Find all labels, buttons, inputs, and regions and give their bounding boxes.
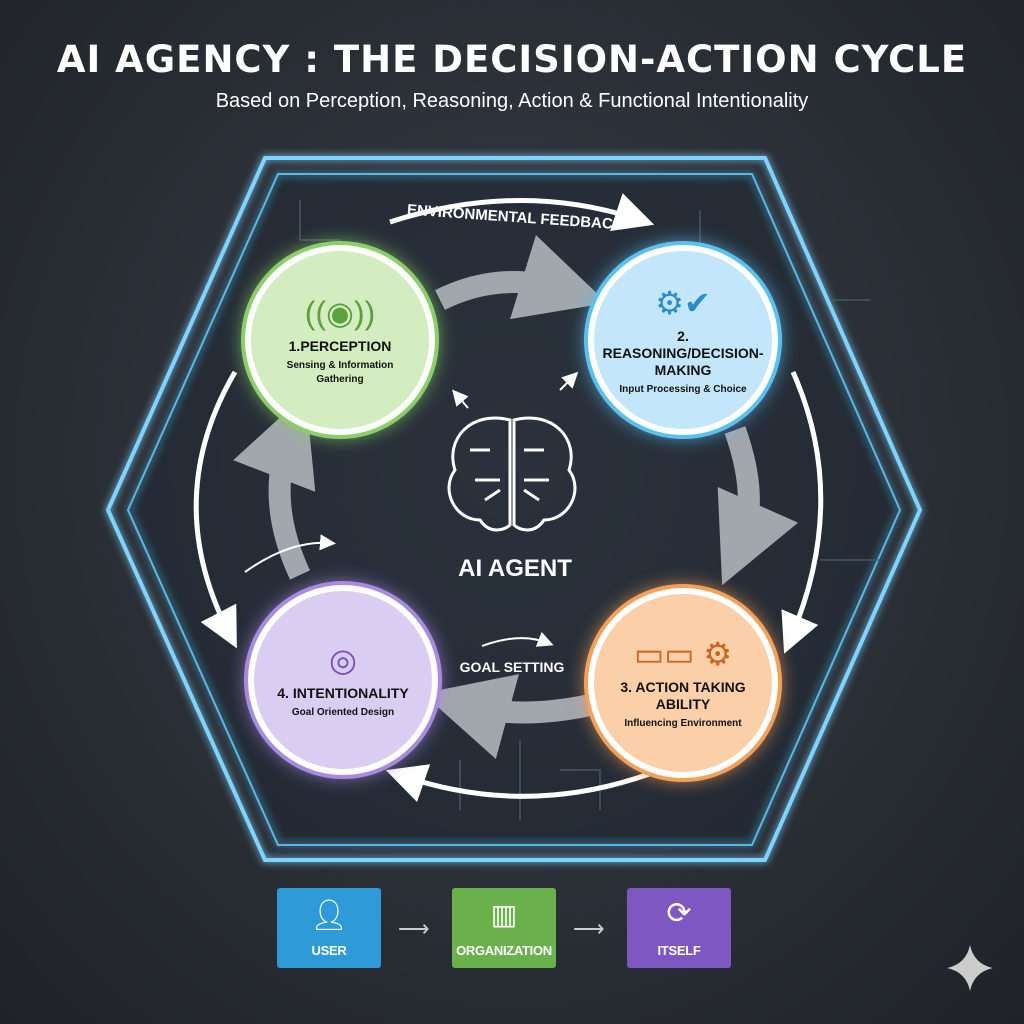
goal-setting-label: GOAL SETTING bbox=[460, 659, 565, 675]
organization-label: ORGANIZATION bbox=[456, 943, 552, 958]
itself-label: ITSELF bbox=[657, 943, 701, 958]
brain-icon bbox=[447, 416, 577, 532]
building-icon: ▥ bbox=[490, 899, 518, 930]
node-label: 1.PERCEPTION bbox=[288, 337, 392, 354]
node-description: Goal Oriented Design bbox=[291, 706, 395, 718]
page-title: AI AGENCY : THE DECISION-ACTION CYCLE bbox=[56, 38, 968, 81]
node-label: 3. ACTION TAKING ABILITY bbox=[620, 679, 746, 712]
organization-button[interactable]: ▥ ORGANIZATION bbox=[452, 888, 556, 968]
user-icon: 👤︎ bbox=[309, 899, 349, 932]
arrow-right-icon: ⟶ bbox=[398, 916, 430, 941]
node-action[interactable]: ▭▭ ⚙ 3. ACTION TAKING ABILITY Influencin… bbox=[588, 588, 778, 778]
node-description: Sensing & Information Gathering bbox=[286, 359, 394, 385]
small-arrows bbox=[244, 371, 579, 647]
page-subtitle: Based on Perception, Reasoning, Action &… bbox=[215, 90, 809, 112]
gear-chat-check-icon: ⚙✔ bbox=[655, 284, 711, 321]
node-reasoning[interactable]: ⚙✔ 2. REASONING/DECISION-MAKING Input Pr… bbox=[588, 245, 778, 435]
center-label: AI AGENT bbox=[458, 555, 572, 582]
itself-button[interactable]: ⟳ ITSELF bbox=[627, 888, 731, 968]
arrow-right-icon: ⟶ bbox=[573, 916, 605, 941]
robot-arm-icon: ▭▭ ⚙ bbox=[633, 636, 733, 672]
refresh-icon: ⟳ bbox=[666, 897, 692, 930]
user-label: USER bbox=[311, 943, 347, 958]
node-description: Input Processing & Choice bbox=[619, 383, 747, 395]
inner-cycle-arrows bbox=[233, 235, 799, 760]
outer-cycle-arrows bbox=[193, 193, 824, 803]
user-button[interactable]: 👤︎ USER bbox=[277, 888, 381, 968]
node-intentionality[interactable]: ◎ 4. INTENTIONALITY Goal Oriented Design bbox=[248, 585, 438, 775]
target-icon: ◎ bbox=[329, 641, 357, 678]
node-label: 4. INTENTIONALITY bbox=[277, 684, 409, 701]
node-label: 2. REASONING/DECISION-MAKING bbox=[602, 327, 764, 378]
eye-icon: ((◉)) bbox=[304, 294, 376, 331]
sparkle-icon bbox=[947, 945, 993, 991]
node-description: Influencing Environment bbox=[624, 718, 742, 729]
node-perception[interactable]: ((◉)) 1.PERCEPTION Sensing & Information… bbox=[245, 245, 435, 435]
